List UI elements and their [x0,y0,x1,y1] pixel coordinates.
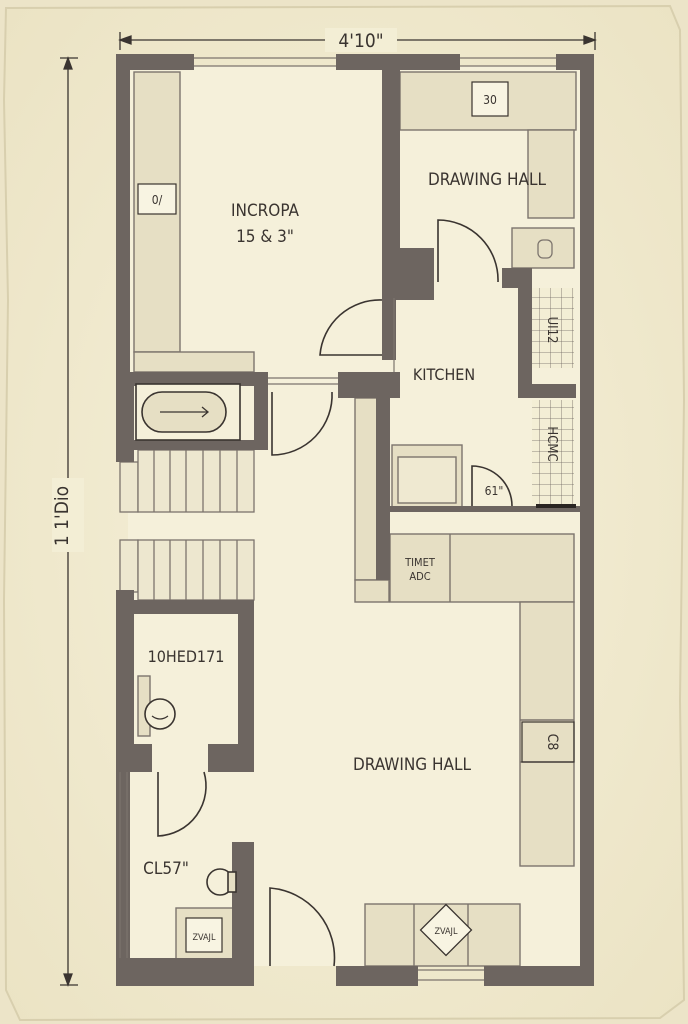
tag-61: 61" [485,484,504,498]
tag-co: C8 [544,734,560,751]
bedroom-shelf [133,351,255,373]
door-bedroom [319,299,383,356]
walls [116,54,594,986]
tag-0: 0/ [152,193,163,207]
tile-strip-top [532,288,574,368]
windows [119,57,556,981]
room-drawing-hall-main-label: DRAWING HALL [353,755,472,775]
counter-block [389,533,575,603]
stairs [119,449,255,601]
tag-timet: TIMET [404,556,436,569]
room-closet-label: CL57" [143,859,189,879]
room-incropa-label: INCROPA [231,201,299,221]
table-diamond [419,903,473,957]
door-lower-bath [157,771,207,837]
door-hall [271,391,333,456]
corridor-cabinet-base [354,579,390,603]
room-kitchen-label: KITCHEN [413,365,475,384]
right-counter [519,601,575,867]
sink-cabinet [511,227,575,269]
room-bath-label: 10HED171 [148,647,225,666]
toilet-icon [144,698,237,896]
tag-ui12: UI12 [544,317,559,344]
tag-tub: ZVAJL [193,933,216,943]
tile-strip-bottom [532,400,574,504]
door-top-right [437,219,499,283]
room-incropa-size: 15 & 3" [236,227,294,247]
door-kitchen-small [471,465,513,507]
bathtub-icon [135,383,241,441]
tag-table: ZVAJL [435,927,458,937]
doors [157,219,513,967]
top-right-cabinet [527,129,575,219]
tag-hcmc: HCMC [544,426,559,461]
sink-icon [537,239,553,259]
tag-adc: ADC [409,570,430,583]
dimension-left-label: 1 1'Dio [51,486,73,546]
tag-30: 30 [483,93,497,107]
room-drawing-hall-top-label: DRAWING HALL [428,170,547,190]
tag-boxes [137,81,575,953]
dimension-top-label: 4'10" [338,30,383,52]
door-main [269,887,336,967]
corridor-cabinet [354,397,380,581]
